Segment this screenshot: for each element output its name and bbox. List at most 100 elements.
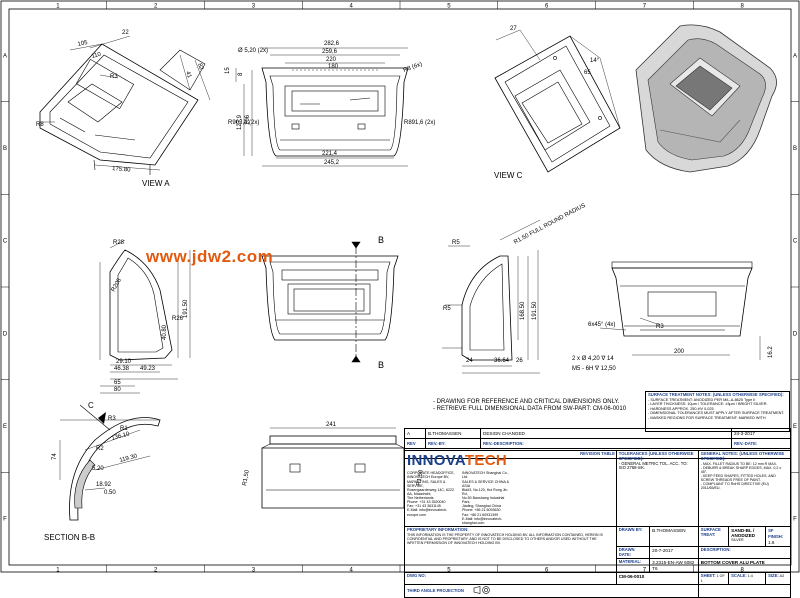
address-line: SALES & SERVICE CHINA & ASIA	[462, 479, 510, 488]
grid-column-label: 6	[545, 4, 549, 10]
dim-fr-11: 106	[245, 114, 251, 125]
dim-va-6: 82	[196, 63, 204, 72]
rev-cell: A	[404, 428, 426, 439]
dim-sr-8: 2 x Ø 4,20 ∇ 14	[572, 355, 614, 362]
roughness-label: SF FINISH:	[768, 527, 784, 539]
grid-column-label: 2	[154, 4, 158, 10]
third-angle-projection-icon	[473, 586, 491, 596]
grid-row-label: D	[793, 331, 798, 337]
general-note: - MAX. FILLET RADIUS TO BE: 12 mm R MAX.	[700, 461, 778, 466]
dim-sl-7: 49.23	[140, 366, 156, 372]
dim-vc-2: 65	[584, 70, 591, 76]
drawn-date-value: 20-7-2017	[649, 545, 699, 560]
description-label: DESCRIPTION:	[697, 545, 792, 560]
grid-column-label: 3	[252, 568, 256, 574]
dim-sl-3: 191.50	[183, 299, 189, 318]
rev-by-header: REV.-BY:	[425, 438, 481, 449]
front-view-drawing	[235, 47, 409, 167]
note-line: - RETRIEVE FULL DIMENSIONAL DATA FROM SW…	[433, 406, 627, 412]
section-bb-drawing	[59, 404, 161, 521]
dim-fr-13: 245,2	[324, 160, 340, 166]
dim-va-1: 22	[122, 30, 129, 36]
dwg-no-value: CM-06-0010	[615, 572, 699, 585]
dwg-no-label: DWG NO:	[404, 572, 617, 585]
cut-label-bottom: B	[378, 360, 384, 370]
dim-bt-0: 241	[326, 422, 337, 428]
dim-sr-5: 24	[466, 358, 473, 364]
address-line: E-Mail: info@innovatech-shanghai.com	[462, 516, 503, 525]
section-bb-label: SECTION B-B	[44, 533, 95, 542]
title-block: INNOVATECH CORPORATE HEADOFFICE, INNOVAT…	[404, 450, 792, 598]
revision-row: A B.THOMASSEN DESIGN CHANGED 24-3-2017	[404, 428, 791, 439]
dim-rf-3: 16.2	[768, 346, 774, 358]
dim-va-4: R8	[36, 122, 44, 128]
dim-sr-4: 191.50	[532, 301, 538, 320]
dim-sb-7: 18.92	[96, 482, 112, 488]
grid-row-label: C	[793, 239, 798, 245]
drawing-notes: - DRAWING FOR REFERENCE AND CRITICAL DIM…	[433, 399, 626, 413]
address-line: Fax: +86 21 60931399	[462, 512, 499, 517]
cut-label-top: B	[378, 235, 384, 245]
company-logo: INNOVATECH	[407, 452, 614, 469]
tolerances-title: TOLERANCES (UNLESS OTHERWISE SPECIFIED):	[618, 451, 694, 461]
rev-desc-header: REV.-DESCRIPTION:	[480, 438, 732, 449]
note-line: - DRAWING FOR REFERENCE AND CRITICAL DIM…	[433, 399, 620, 405]
bottom-view-drawing	[261, 427, 405, 509]
roughness-cell: SF FINISH: 1.6	[765, 525, 791, 547]
address-line: INNOVATECH Shanghai Co., Ltd.	[462, 471, 509, 480]
dim-sr-6: 36.64	[494, 358, 510, 364]
projection-cell: THIRD ANGLE PROJECTION	[404, 583, 699, 598]
dim-sb-0: R3	[108, 416, 116, 422]
watermark: www.jdw2.com	[146, 247, 274, 266]
dim-sl-0: R28	[113, 240, 125, 246]
sheet-cell: SHEET: 1 OF 1	[697, 572, 730, 585]
surface-note: - MASKED REGIONS FOR SURFACE TREATMENT: …	[648, 415, 766, 420]
surface-note: - LAYER THICKNESS: 10µm / TOLERANCE: ±3µ…	[648, 402, 768, 407]
size-cell: SIZE: A3	[765, 572, 791, 585]
dim-sl-5: 29.10	[116, 359, 132, 365]
grid-row-label: B	[793, 146, 797, 152]
dim-sl-2: R26	[172, 316, 184, 322]
address-line: Bld#3, No.120, Hui Rong Jin Rd,	[462, 487, 508, 496]
dim-sb-5: 119.30	[119, 453, 138, 464]
section-front-drawing	[261, 241, 399, 363]
scale-cell: SCALE: 1:4	[728, 572, 767, 585]
address-line: E-Mail: info@innovatech-europe.com	[407, 508, 448, 517]
dim-sb-6: 5.20	[92, 466, 104, 472]
dim-fr-8: R903,4 (2x)	[228, 120, 259, 126]
dim-va-7: 175.80	[112, 166, 131, 174]
grid-row-label: E	[3, 424, 7, 430]
size-label: SIZE:	[768, 573, 779, 579]
dim-fr-0: 282,6	[324, 41, 340, 47]
dim-fr-4: Ø 5,20 (2x)	[238, 48, 268, 54]
surface-note: - SURFACE TREATMENT: ANODIZED PER MIL-A-…	[648, 397, 756, 402]
rev-date-header: REV.-DATE:	[731, 438, 791, 449]
dim-fr-7: R3 (6x)	[403, 62, 424, 74]
surface-treat-sub: SILVER	[731, 538, 744, 543]
dim-sr-2: R5	[443, 306, 451, 312]
address-line: No.50 Baoshang Industrial Park,	[462, 496, 505, 505]
view-a-drawing	[39, 35, 211, 175]
dim-sl-6: 46.38	[114, 366, 130, 372]
dim-fr-5: 15	[225, 67, 231, 74]
dim-sr-1: R1.50 FULL ROUND RADIUS	[513, 203, 587, 246]
dim-fr-6: 8	[238, 72, 244, 76]
rev-date-cell: 24-3-2017	[731, 428, 791, 439]
sheet-label: SHEET:	[700, 573, 716, 579]
grid-row-label: B	[3, 146, 7, 152]
grid-row-label: F	[3, 517, 7, 523]
logo-accent: TECH	[464, 452, 507, 469]
surface-note: - DIMENSIONAL TOLERANCES MUST APPLY AFTE…	[648, 411, 785, 416]
view-c-label: VIEW C	[494, 171, 523, 180]
revision-header-row: REV REV.-BY: REV.-DESCRIPTION: REV.-DATE…	[404, 438, 791, 449]
view-a-label: VIEW A	[142, 179, 170, 188]
description-value: BOTTOM COVER ALU PLATE	[697, 558, 792, 574]
projection-label: THIRD ANGLE PROJECTION	[407, 588, 464, 594]
grid-row-label: A	[3, 53, 7, 59]
rev-by-cell: B.THOMASSEN	[425, 428, 481, 439]
surface-treat-value: SAND-BL / ANODIZED	[731, 527, 756, 539]
dim-sl-4: 40.80	[162, 324, 168, 340]
dim-fr-9: R891,6 (2x)	[404, 120, 435, 126]
section-bb-cut: C	[88, 401, 94, 410]
grid-column-label: 2	[154, 568, 158, 574]
